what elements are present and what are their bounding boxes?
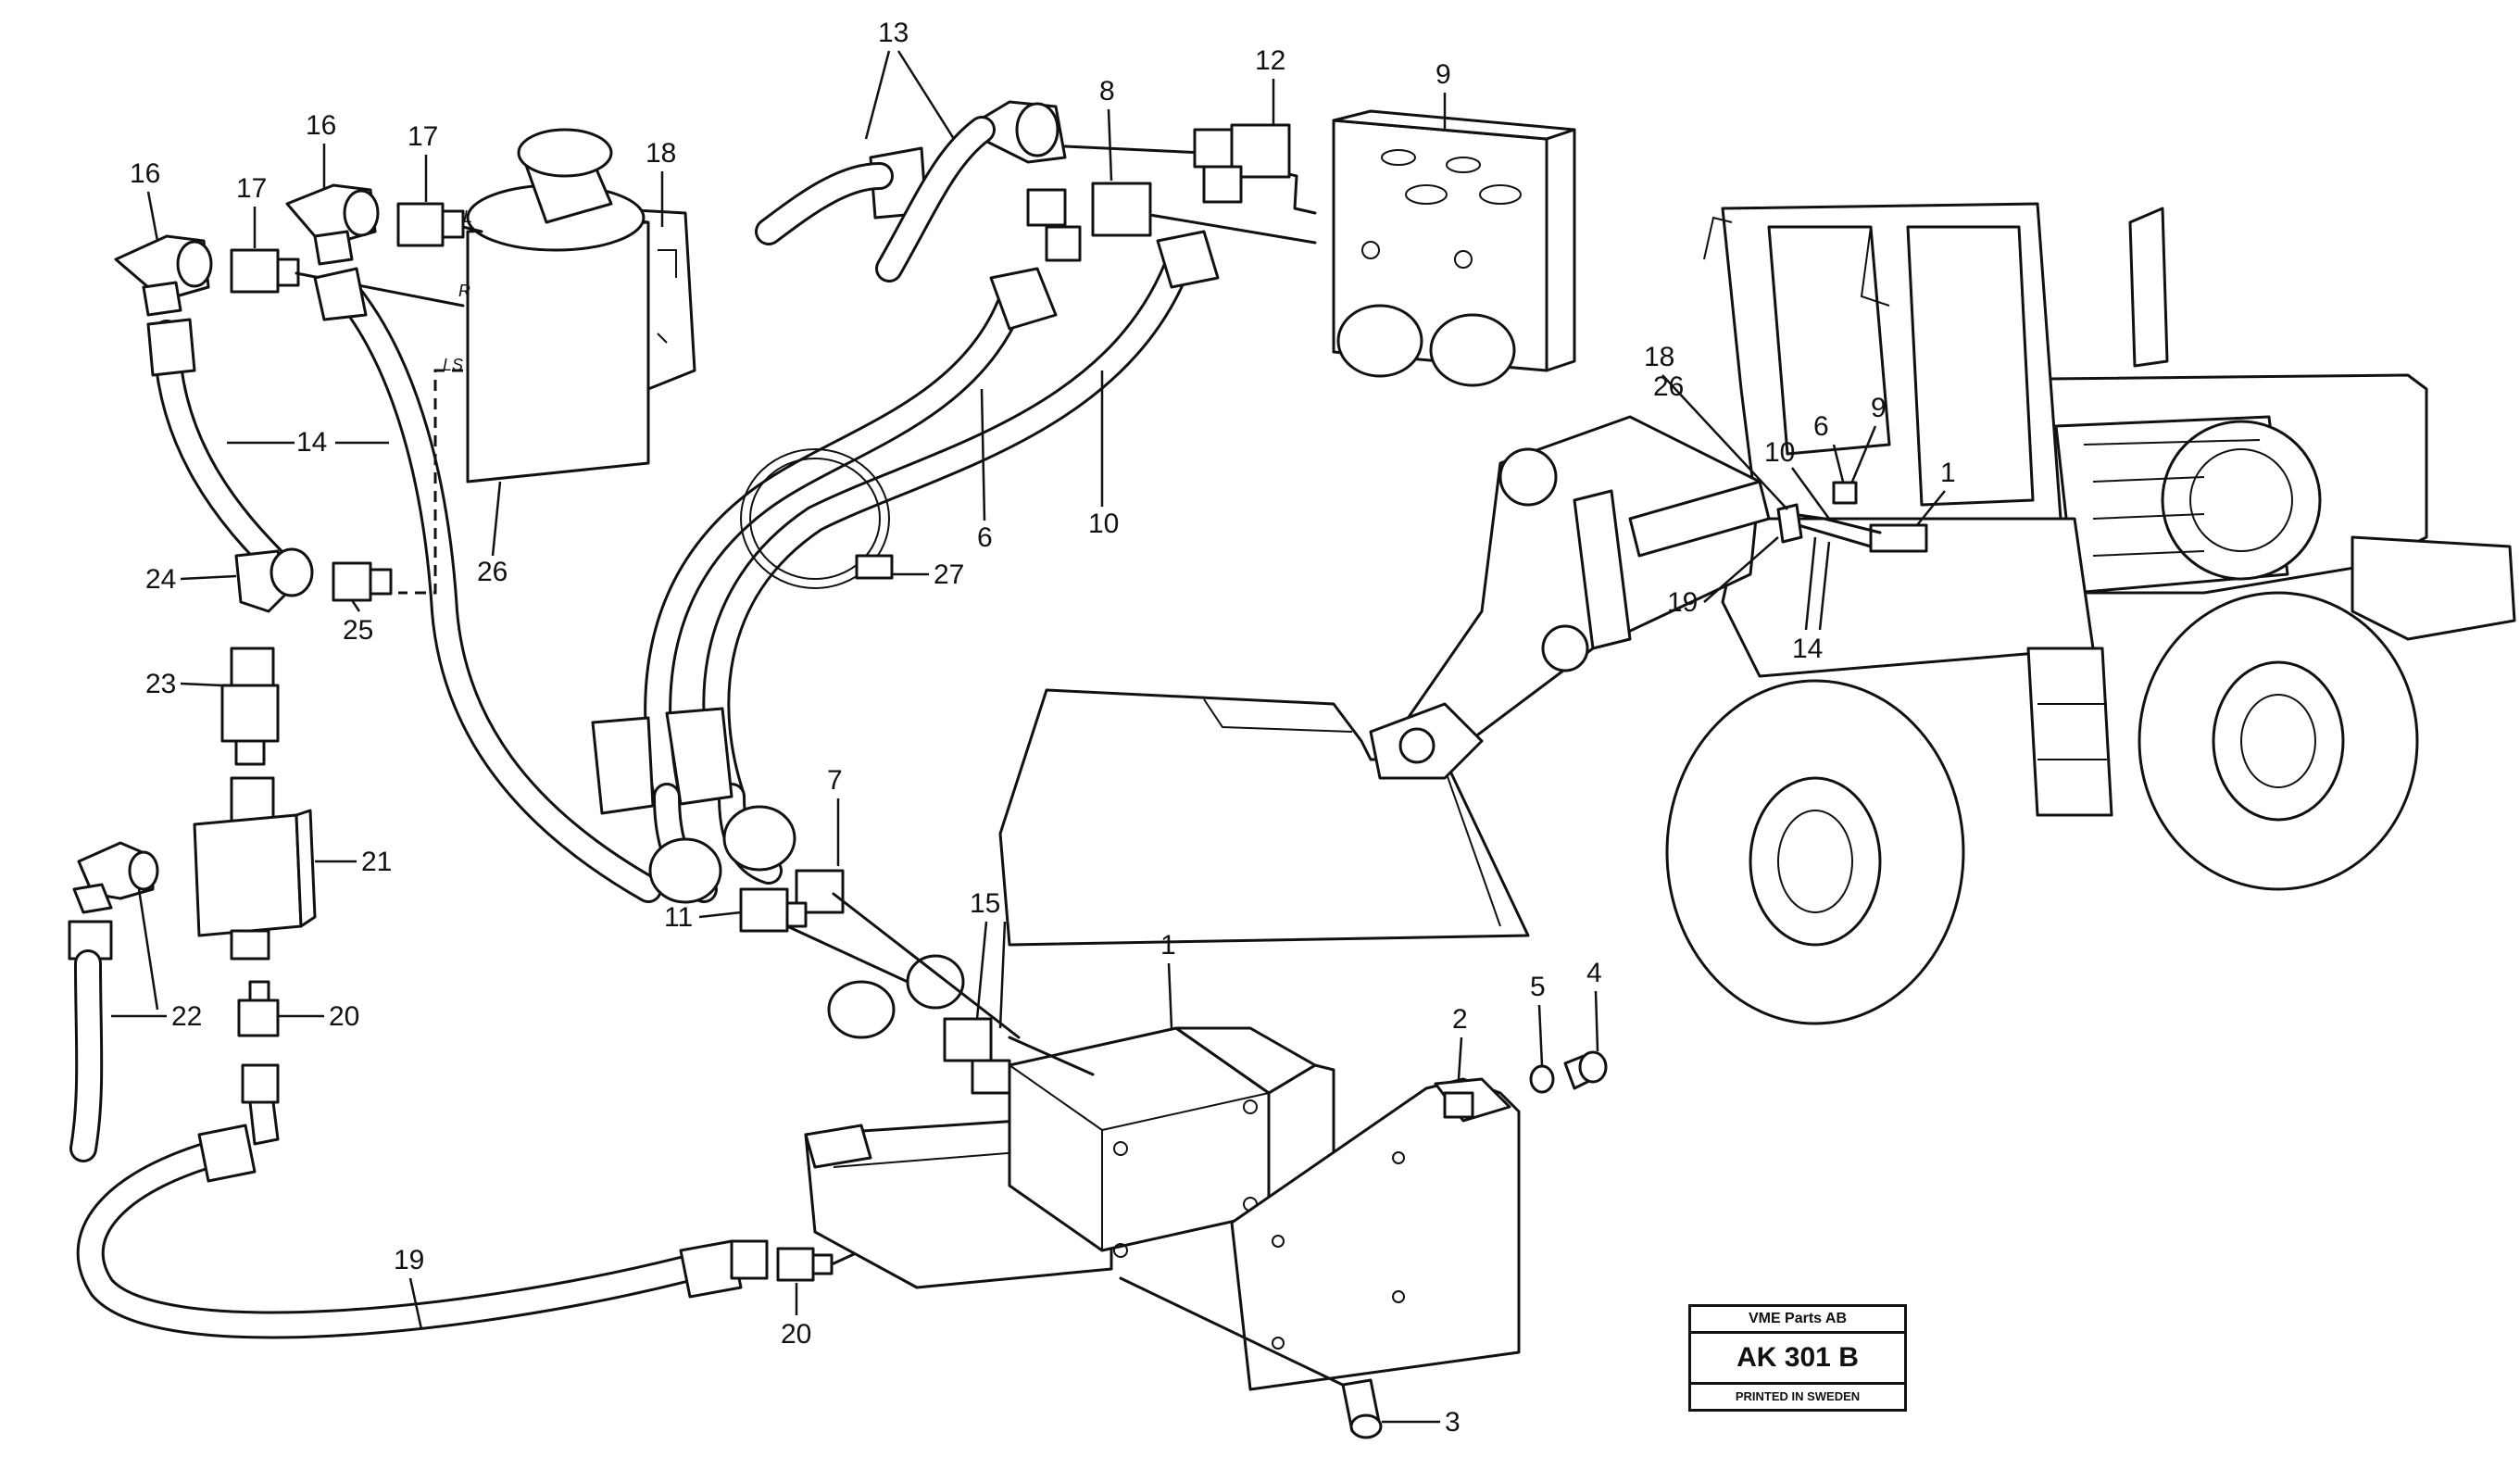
callout-17a: 17 xyxy=(236,173,267,204)
callout-9-loader: 9 xyxy=(1871,393,1887,423)
fittings-24-25 xyxy=(234,547,393,613)
callout-2: 2 xyxy=(1452,1004,1468,1035)
fittings-top xyxy=(869,100,1317,262)
callout-10-loader: 10 xyxy=(1764,437,1795,468)
hose-19 xyxy=(76,1124,965,1339)
ls-signal-line xyxy=(398,369,463,595)
callout-7: 7 xyxy=(827,765,843,796)
callout-20b: 20 xyxy=(781,1319,811,1350)
callout-20a: 20 xyxy=(329,1001,359,1032)
callout-21: 21 xyxy=(361,847,392,877)
callout-25: 25 xyxy=(343,615,373,646)
callout-18: 18 xyxy=(646,138,676,169)
hose-clamp-27 xyxy=(740,448,894,589)
callout-19: 19 xyxy=(394,1245,424,1275)
callout-5: 5 xyxy=(1530,972,1546,1002)
callout-3: 3 xyxy=(1445,1407,1461,1438)
callout-14: 14 xyxy=(296,427,327,458)
stamp-code: AK 301 B xyxy=(1691,1334,1904,1385)
publisher-stamp: VME Parts AB AK 301 B PRINTED IN SWEDEN xyxy=(1688,1304,1907,1412)
callout-27: 27 xyxy=(934,559,964,590)
callout-24: 24 xyxy=(145,564,176,595)
callout-18-loader: 18 xyxy=(1644,342,1674,372)
wire-label-l: L xyxy=(463,207,472,226)
callout-6: 6 xyxy=(977,522,993,553)
callout-16a: 16 xyxy=(130,158,160,189)
bolts-washers xyxy=(1119,1050,1608,1439)
elbow-22 xyxy=(68,841,159,1162)
wire-label-ls: LS xyxy=(443,356,463,374)
callout-11: 11 xyxy=(664,902,693,933)
control-valve-1 xyxy=(804,954,1335,1289)
fittings-7-11 xyxy=(648,805,1021,1039)
callout-23: 23 xyxy=(145,669,176,699)
callout-1: 1 xyxy=(1160,930,1176,961)
callout-8: 8 xyxy=(1099,76,1115,107)
adapter-23 xyxy=(220,647,280,766)
wheel-loader-illustration xyxy=(998,202,2516,1025)
valve-block-9 xyxy=(1332,109,1576,387)
bracket-2 xyxy=(1230,1077,1521,1391)
callout-4: 4 xyxy=(1586,958,1602,988)
hoses-14 xyxy=(146,267,662,903)
callout-14-loader: 14 xyxy=(1792,634,1823,664)
wire-label-r: R xyxy=(458,282,470,300)
callout-26-loader: 26 xyxy=(1653,371,1684,402)
callout-26: 26 xyxy=(477,557,508,587)
callout-16b: 16 xyxy=(306,110,336,141)
fittings-20-lower xyxy=(237,980,280,1146)
callout-15: 15 xyxy=(970,888,1000,919)
callout-17b: 17 xyxy=(407,121,438,152)
priority-valve-18-26 xyxy=(466,128,696,484)
callout-13: 13 xyxy=(878,18,909,48)
callout-10: 10 xyxy=(1088,509,1119,539)
callout-22: 22 xyxy=(171,1001,202,1032)
callout-9: 9 xyxy=(1436,59,1451,90)
stamp-company: VME Parts AB xyxy=(1691,1307,1904,1334)
fittings-16-17 xyxy=(114,183,483,317)
callout-19-loader: 19 xyxy=(1667,587,1698,618)
callout-6-loader: 6 xyxy=(1813,411,1829,442)
stamp-printed: PRINTED IN SWEDEN xyxy=(1735,1389,1861,1403)
callout-12: 12 xyxy=(1255,45,1285,76)
pressure-switch-21 xyxy=(193,776,317,961)
callouts: 13 8 12 9 16 17 16 17 18 14 26 24 xyxy=(111,18,1956,1438)
callout-1-loader: 1 xyxy=(1940,458,1956,488)
